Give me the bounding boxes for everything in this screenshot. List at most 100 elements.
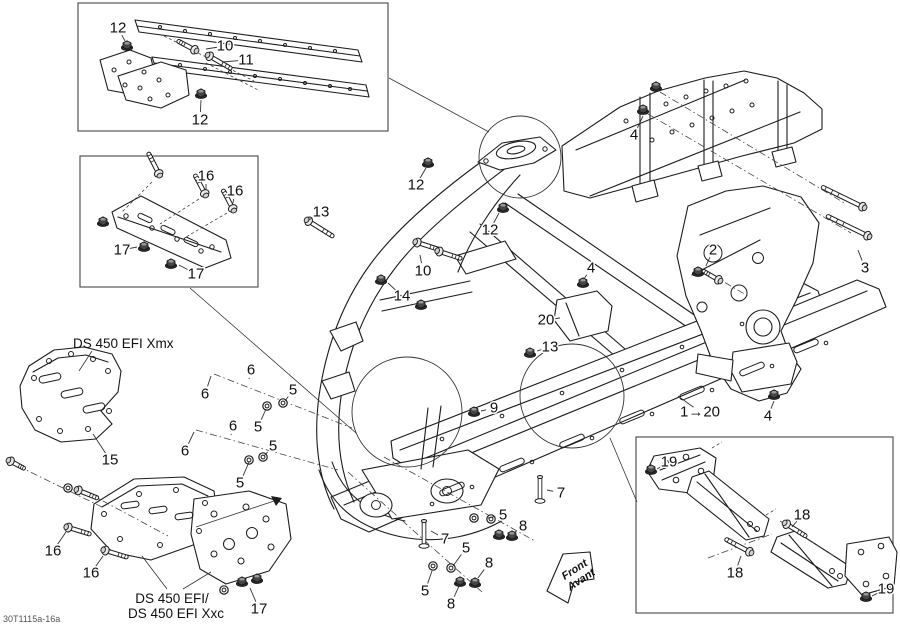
hole <box>117 536 123 542</box>
inset-1-art <box>99 19 370 109</box>
hole <box>739 321 745 327</box>
callout-10: 10 <box>413 254 433 281</box>
callout-number: 12 <box>482 222 499 239</box>
callout-leader <box>232 198 235 204</box>
bolt-glyph <box>724 537 755 557</box>
callout-6: 6 <box>227 416 238 436</box>
hole <box>723 83 729 89</box>
nut-glyph <box>414 299 427 310</box>
hole <box>123 213 129 219</box>
magnifier-circle-rear <box>519 343 625 449</box>
hole <box>743 78 749 84</box>
callout-14: 14 <box>387 282 412 306</box>
hole <box>90 356 96 362</box>
callout-number: 17 <box>251 601 268 618</box>
axle-hub <box>745 309 781 345</box>
hole <box>348 87 352 91</box>
mount-pointer-line <box>195 500 275 528</box>
hole <box>111 67 117 73</box>
bolt-glyph <box>303 216 335 239</box>
callout-19: 19 <box>656 452 679 472</box>
callout-number: 5 <box>462 540 470 557</box>
engine-mount-20 <box>553 290 613 342</box>
inset-box-top-left <box>77 2 389 132</box>
axle-hub-bore <box>753 317 773 337</box>
callout-number: 5 <box>236 475 244 492</box>
bolt-glyph <box>781 519 808 539</box>
callout-leader <box>121 34 126 42</box>
axis-line <box>347 471 483 593</box>
hole <box>173 487 179 493</box>
hole <box>769 363 775 369</box>
hole <box>747 521 753 527</box>
callout-number: 16 <box>198 168 215 185</box>
callout-number: 7 <box>557 485 565 502</box>
hole <box>183 29 187 33</box>
callout-5: 5 <box>263 436 279 457</box>
callout-number: 13 <box>313 204 330 221</box>
callout-17: 17 <box>112 240 138 260</box>
nut-glyph <box>860 591 873 602</box>
callout-leader <box>553 317 561 320</box>
hole <box>228 70 232 74</box>
hole <box>283 43 287 47</box>
front-brace-tube <box>457 174 521 273</box>
callout-16: 16 <box>43 531 67 561</box>
hole <box>174 236 180 242</box>
hole <box>589 435 595 441</box>
hole <box>237 557 245 565</box>
inset-connector-lines <box>189 77 638 503</box>
engine-mount-boss-right <box>430 478 464 504</box>
callout-number: 7 <box>441 531 449 548</box>
callout-number: 5 <box>254 419 262 436</box>
side-plate-efi <box>190 490 292 585</box>
hole <box>178 63 182 67</box>
callout-leader <box>493 212 500 224</box>
hole <box>542 146 548 152</box>
callout-number: 8 <box>447 596 455 613</box>
hole <box>837 573 843 579</box>
callout-number: 19 <box>661 454 678 471</box>
nut-glyph <box>374 274 387 285</box>
callout-leader <box>221 60 239 63</box>
callout-number: 17 <box>114 242 131 259</box>
callout-12: 12 <box>108 18 128 42</box>
callout-leader <box>419 254 422 264</box>
hole <box>136 491 142 497</box>
slot <box>499 457 525 473</box>
callout-leader <box>770 400 775 409</box>
slot <box>60 387 84 399</box>
hole <box>662 459 670 467</box>
callout-number: 10 <box>217 38 234 55</box>
callout-leader <box>513 530 517 534</box>
axis-line <box>699 267 749 297</box>
callout-number: 10 <box>415 263 432 280</box>
front-down-tube <box>316 148 500 510</box>
callout-16: 16 <box>225 181 245 204</box>
callout-leader <box>57 531 67 545</box>
callout-number: 6 <box>247 362 255 379</box>
axis-line <box>647 113 852 234</box>
callout-leader <box>477 569 485 579</box>
hole <box>439 436 445 442</box>
washer-glyph <box>63 483 73 493</box>
hole <box>529 459 535 465</box>
hole <box>158 25 162 29</box>
belly-tube <box>318 469 506 541</box>
washer-glyph <box>262 401 272 411</box>
callout-number: 19 <box>878 581 895 598</box>
nut-glyph <box>768 389 781 400</box>
hole <box>68 351 74 357</box>
hole <box>242 503 250 511</box>
callout-number: 17 <box>188 266 205 283</box>
callout-10: 10 <box>205 36 235 56</box>
engine-mount-20-edge <box>565 302 580 337</box>
callout-6: 6 <box>179 431 195 461</box>
nut-glyph <box>121 40 134 51</box>
hole <box>328 84 332 88</box>
slot <box>439 481 465 497</box>
callout-leader <box>656 465 663 470</box>
callout-leader <box>178 264 190 271</box>
callout-number: 4 <box>587 260 595 277</box>
hole <box>246 527 258 539</box>
